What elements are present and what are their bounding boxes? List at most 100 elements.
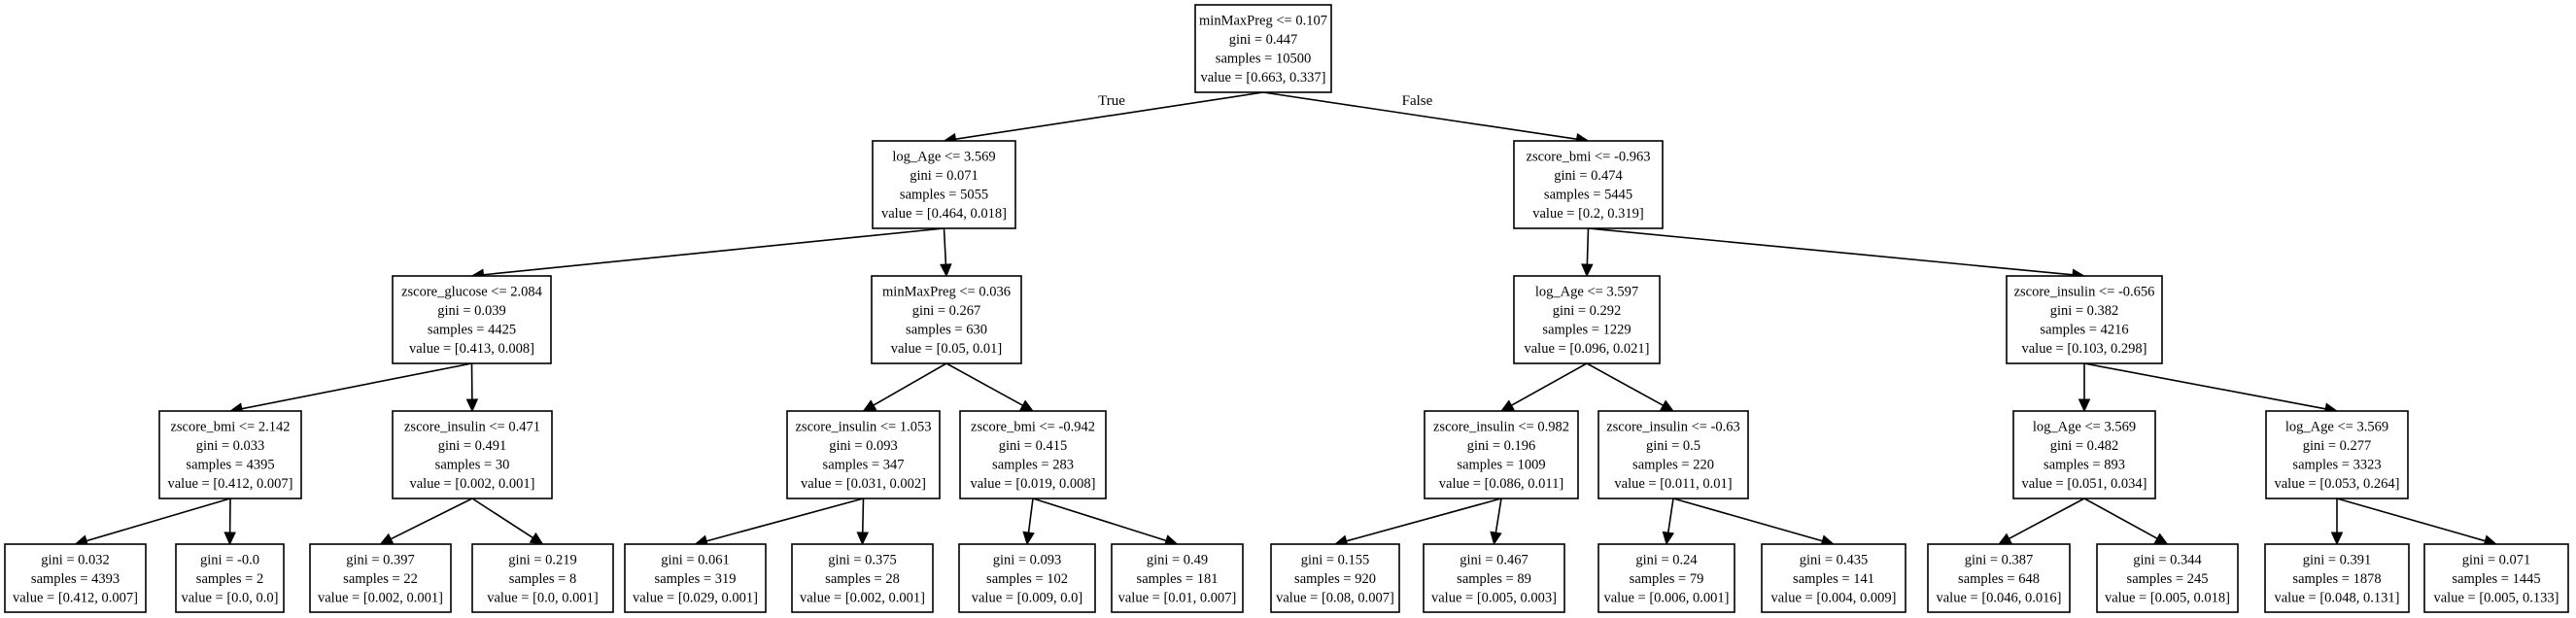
node-box (872, 140, 1016, 229)
edge-line (1511, 362, 1588, 406)
node-line: samples = 4216 (2040, 323, 2128, 338)
node-line: zscore_insulin <= -0.63 (1606, 420, 1740, 435)
node-line: log_Age <= 3.569 (892, 150, 995, 165)
node-line: samples = 630 (906, 323, 987, 338)
node-box (786, 410, 941, 499)
tree-node: zscore_insulin <= 0.471 gini = 0.491 sampl… (392, 410, 553, 499)
tree-node: zscore_insulin <= -0.656 gini = 0.382 samp… (2006, 275, 2163, 364)
node-line: value = [0.004, 0.009] (1771, 590, 1897, 605)
edge-arrowhead (1581, 263, 1594, 278)
node-line: value = [0.413, 0.008] (409, 341, 534, 357)
node-line: zscore_insulin <= -0.656 (2014, 285, 2155, 300)
node-line: samples = 5055 (900, 188, 988, 203)
edge-line (1027, 498, 1034, 533)
edge-line (1262, 91, 1577, 141)
tree-edge (862, 362, 947, 412)
node-line: gini = 0.196 (1467, 438, 1536, 454)
node-line: samples = 1229 (1542, 323, 1631, 338)
node-line: samples = 1445 (2452, 571, 2540, 587)
node-line: samples = 245 (2127, 571, 2209, 587)
node-line: gini = 0.382 (2050, 303, 2119, 319)
node-line: samples = 141 (1793, 571, 1874, 587)
edge-line (1666, 498, 1674, 533)
node-line: samples = 30 (435, 458, 510, 473)
node-line: gini = 0.415 (999, 438, 1068, 454)
node-line: gini = 0.375 (828, 552, 897, 567)
edge-line (1588, 227, 2074, 276)
tree-edge (940, 227, 952, 278)
node-box (1423, 543, 1565, 613)
node-line: samples = 89 (1457, 571, 1531, 587)
node-line: value = [0.002, 0.001] (410, 476, 535, 492)
node-line: gini = 0.24 (1635, 552, 1698, 567)
edge-line (943, 227, 947, 265)
edge-line (945, 362, 1023, 406)
tree-edge (1586, 362, 1675, 412)
node-box (2264, 543, 2410, 613)
edge-line (2083, 498, 2158, 539)
node-line: zscore_bmi <= 2.142 (170, 420, 290, 435)
edge-arrowhead (2153, 532, 2169, 545)
tree-edge (470, 227, 945, 281)
node-line: minMaxPreg <= 0.107 (1199, 14, 1327, 29)
node-line: samples = 181 (1137, 571, 1219, 587)
node-box (1424, 410, 1579, 499)
node-box (2012, 410, 2156, 499)
node-line: samples = 920 (1294, 571, 1376, 587)
edge-line (1494, 498, 1502, 533)
edge-line (1346, 498, 1502, 542)
tree-edge (2336, 498, 2498, 547)
node-line: value = [0.031, 0.002] (801, 476, 926, 492)
edge-line (483, 227, 945, 276)
tree-edge (945, 362, 1035, 412)
tree-edge (2083, 362, 2339, 415)
node-line: samples = 79 (1630, 571, 1704, 587)
tree-edge (1662, 498, 1675, 546)
node-line: value = [0.663, 0.337] (1201, 70, 1326, 86)
node-line: gini = 0.5 (1646, 438, 1700, 454)
node-line: gini = 0.267 (912, 303, 981, 319)
node-box (959, 410, 1107, 499)
node-line: value = [0.011, 0.01] (1614, 476, 1732, 492)
node-box (1927, 543, 2071, 613)
edge-line (1672, 498, 1823, 542)
node-box (158, 410, 302, 499)
node-line: gini = 0.491 (438, 438, 507, 454)
node-line: zscore_insulin <= 0.982 (1433, 420, 1569, 435)
edge-line (241, 362, 472, 410)
node-line: gini = 0.387 (1965, 552, 2034, 567)
node-line: value = [0.009, 0.0] (972, 590, 1083, 605)
tree-edge (1499, 362, 1588, 412)
node-line: value = [0.046, 0.016] (1937, 590, 2062, 605)
node-box (309, 543, 452, 613)
node-line: samples = 4395 (186, 458, 274, 473)
node-box (1270, 543, 1400, 613)
edge-arrowhead (529, 532, 544, 545)
node-line: zscore_insulin <= 0.471 (404, 420, 540, 435)
node-line: samples = 319 (655, 571, 737, 587)
tree-edge (1997, 498, 2085, 545)
node-line: value = [0.08, 0.007] (1276, 590, 1394, 605)
node-box (624, 543, 767, 613)
node-line: value = [0.0, 0.0] (182, 590, 279, 605)
node-box (791, 543, 934, 613)
tree-edge (1672, 498, 1836, 547)
edge-line (955, 91, 1264, 140)
node-box (2423, 543, 2569, 613)
tree-edge (1588, 227, 2086, 282)
edge-arrowhead (465, 398, 479, 413)
